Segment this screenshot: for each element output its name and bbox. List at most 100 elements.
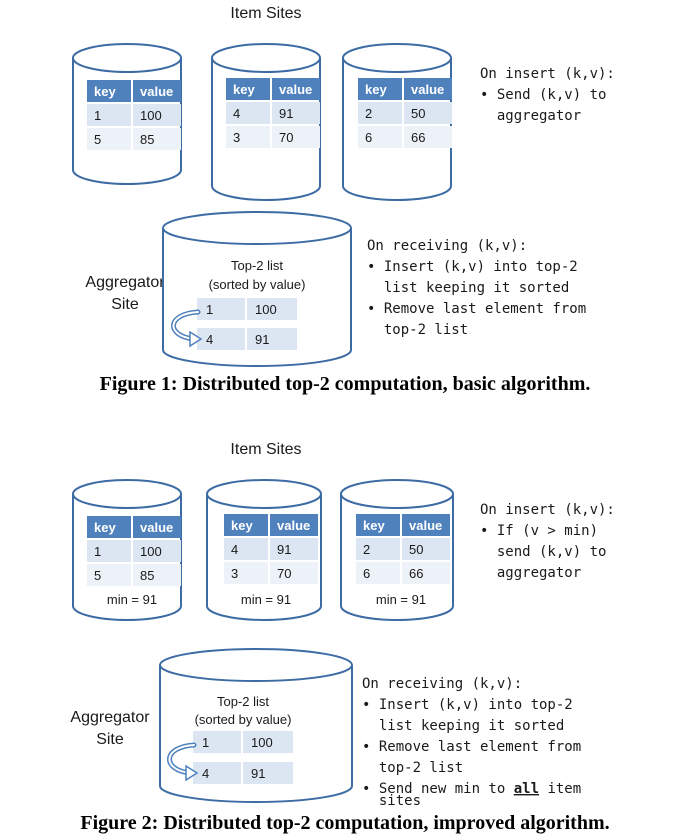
table-cell	[358, 126, 402, 148]
table-cell-value: 70	[277, 566, 291, 581]
table-cell-value: 85	[140, 132, 154, 147]
table-cell-value: 100	[140, 544, 162, 559]
receive-note-line: • Insert (k,v) into top-2	[362, 697, 573, 713]
table-cell-key: 2	[363, 542, 370, 557]
table-cell	[133, 128, 181, 150]
table-header-cell	[356, 514, 400, 536]
table-cell	[224, 562, 268, 584]
item-site-3: key value 2 50 6 66	[342, 43, 452, 201]
table-cell-value: 50	[411, 106, 425, 121]
toplist-cell	[243, 731, 293, 753]
table-cell	[87, 104, 131, 126]
table-cell	[404, 102, 452, 124]
receive-note-line: • Remove last element from	[362, 739, 581, 755]
table-header-value: value	[279, 82, 312, 97]
table-header-cell	[224, 514, 268, 536]
toplist-value: 91	[251, 766, 265, 781]
toplist-key: 1	[202, 735, 209, 750]
table-cell-key: 5	[94, 132, 101, 147]
table-cell-value: 50	[409, 542, 423, 557]
receive-note-line: On receiving (k,v):	[362, 676, 522, 692]
table-header-key: key	[365, 82, 387, 97]
table-cell-key: 1	[94, 108, 101, 123]
receive-note-line: • Remove last element from	[367, 301, 586, 317]
item-sites-heading: Item Sites	[230, 5, 301, 22]
table-header-cell	[87, 516, 131, 538]
cylinder-top	[159, 648, 353, 682]
table-cell-key: 5	[94, 568, 101, 583]
insert-note-line: aggregator	[480, 565, 581, 581]
cylinder-top	[72, 479, 182, 509]
item-site-3: key value 2 50 6 66 min = 91	[340, 479, 454, 621]
item-site-1: key value 1 100 5 85 min = 91	[72, 479, 182, 621]
receive-note-line: top-2 list	[367, 322, 468, 338]
table-cell	[356, 562, 400, 584]
table-cell-key: 2	[365, 106, 372, 121]
table-cell	[133, 564, 181, 586]
table-cell	[133, 104, 181, 126]
table-cell-key: 1	[94, 544, 101, 559]
table-cell	[402, 538, 450, 560]
receive-note-line: list keeping it sorted	[362, 718, 564, 734]
table-cell	[356, 538, 400, 560]
table-header-cell	[402, 514, 450, 536]
insert-note: On insert (k,v): • Send (k,v) to aggrega…	[480, 66, 615, 124]
aggregator-label: Aggregator	[70, 709, 150, 726]
toplist-subtitle: (sorted by value)	[195, 712, 292, 727]
table-header-key: key	[231, 518, 253, 533]
receive-note: On receiving (k,v): • Insert (k,v) into …	[362, 676, 581, 809]
table-cell	[226, 102, 270, 124]
item-site-2: key value 4 91 3 70 min = 91	[206, 479, 322, 621]
table-cell	[272, 126, 320, 148]
figure-1: Item Sites key value 1 100 5 85	[72, 5, 615, 395]
toplist-cell	[247, 298, 297, 320]
table-header-cell	[270, 514, 318, 536]
insert-note-line: • Send (k,v) to	[480, 87, 606, 103]
table-header-cell	[133, 80, 181, 102]
toplist-key: 4	[202, 766, 209, 781]
toplist-title: Top-2 list	[231, 258, 283, 273]
table-cell	[270, 538, 318, 560]
table-cell-value: 66	[411, 130, 425, 145]
aggregator-label: Site	[111, 296, 139, 313]
table-header-key: key	[94, 520, 116, 535]
toplist-cell	[243, 762, 293, 784]
table-header-key: key	[94, 84, 116, 99]
table-cell-key: 4	[231, 542, 238, 557]
table-cell	[133, 540, 181, 562]
reorder-arrow-icon	[171, 309, 203, 348]
min-label: min = 91	[107, 592, 157, 607]
figure-caption: Figure 1: Distributed top-2 computation,…	[100, 373, 591, 395]
table-header-key: key	[363, 518, 385, 533]
table-header-cell	[272, 78, 320, 100]
receive-note-line: On receiving (k,v):	[367, 238, 527, 254]
figure-2: Item Sites key value 1 100 5 85 min = 91	[70, 441, 614, 834]
table-cell-value: 66	[409, 566, 423, 581]
cylinder-top	[340, 479, 454, 509]
table-header-key: key	[233, 82, 255, 97]
toplist-value: 100	[251, 735, 273, 750]
insert-note: On insert (k,v): • If (v > min) send (k,…	[480, 502, 615, 581]
receive-note-line: sites	[362, 793, 421, 809]
table-header-cell	[133, 516, 181, 538]
table-cell-value: 85	[140, 568, 154, 583]
toplist-key: 1	[206, 302, 213, 317]
receive-note-text: item	[539, 781, 581, 797]
table-cell	[270, 562, 318, 584]
table-cell	[404, 126, 452, 148]
insert-note-line: aggregator	[480, 108, 581, 124]
table-cell-value: 91	[277, 542, 291, 557]
table-cell-key: 4	[233, 106, 240, 121]
table-header-value: value	[140, 520, 173, 535]
insert-note-line: • If (v > min)	[480, 523, 598, 539]
table-cell	[226, 126, 270, 148]
toplist-value: 100	[255, 302, 277, 317]
receive-note-line: • Send new min to all item	[362, 781, 581, 797]
receive-note: On receiving (k,v): • Insert (k,v) into …	[367, 238, 586, 338]
toplist-cell	[247, 328, 297, 350]
receive-note-line: list keeping it sorted	[367, 280, 569, 296]
cylinder-top	[211, 43, 321, 73]
table-header-cell	[404, 78, 452, 100]
reorder-arrow-icon	[167, 742, 199, 782]
item-site-2: key value 4 91 3 70	[211, 43, 321, 201]
